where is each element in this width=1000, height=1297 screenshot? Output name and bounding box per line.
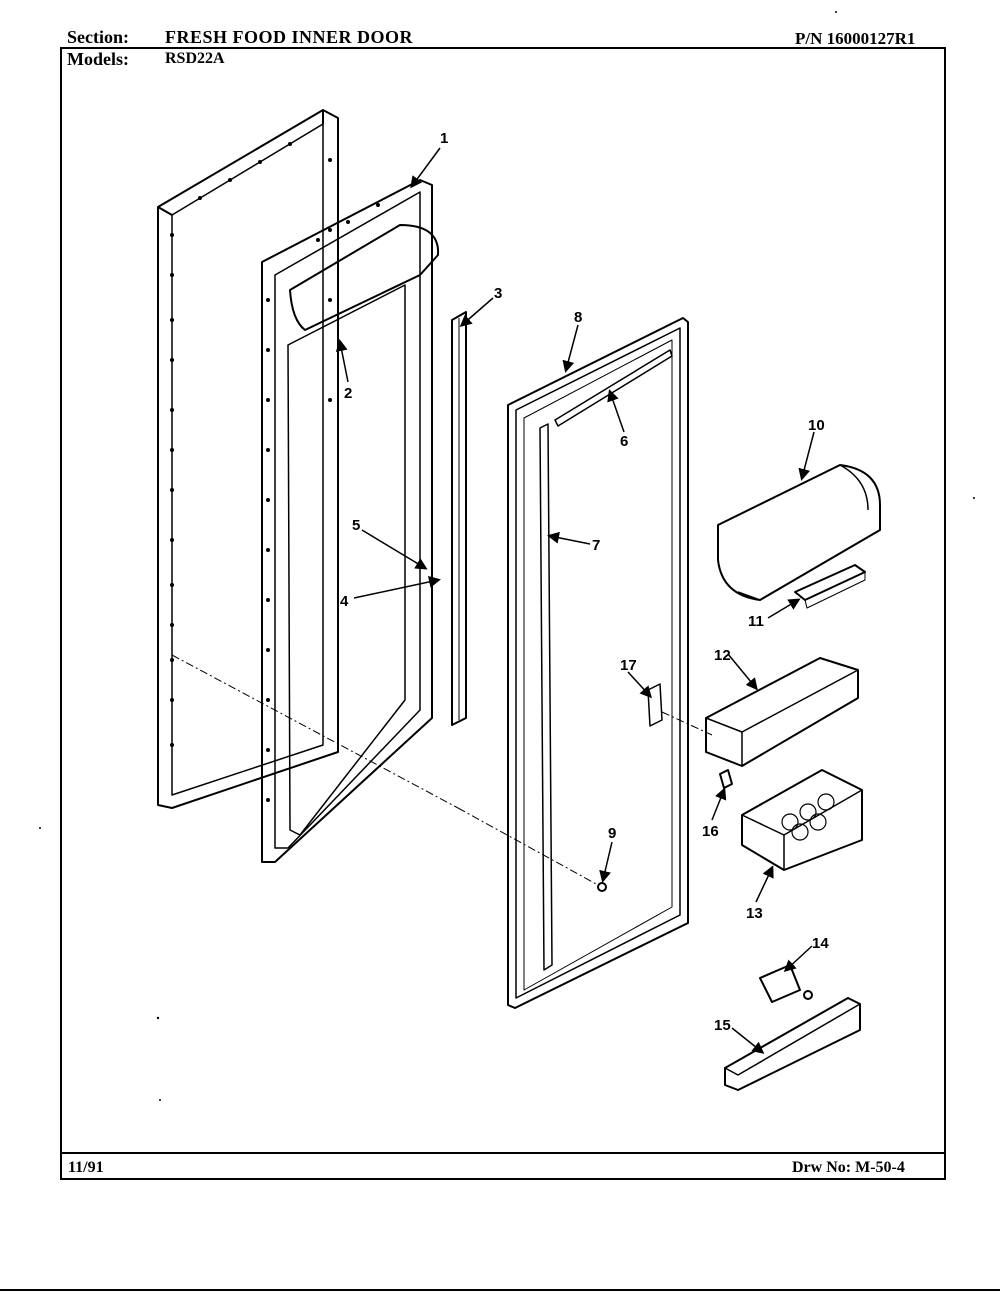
page-bottom-rule (0, 1289, 1000, 1291)
part-3-strip (451, 311, 467, 726)
callout-8: 8 (574, 309, 582, 326)
callout-17: 17 (620, 657, 637, 674)
callout-16: 16 (702, 823, 719, 840)
callout-10: 10 (808, 417, 825, 434)
callout-5: 5 (352, 517, 360, 534)
section-label: Section: (67, 27, 129, 47)
drawing-date: 11/91 (68, 1159, 104, 1176)
drawing-number: Drw No: M-50-4 (792, 1159, 905, 1176)
part-number: P/N 16000127R1 (795, 29, 916, 48)
part-13-egg-bin (741, 769, 863, 871)
leader-lines (335, 147, 815, 1054)
models-value: RSD22A (165, 50, 225, 67)
part-10-dairy-cover (717, 464, 881, 601)
callout-11: 11 (748, 613, 764, 630)
part-8-door-gasket (507, 317, 689, 1009)
callout-15: 15 (714, 1017, 731, 1034)
callout-13: 13 (746, 905, 763, 922)
alignment-lines (171, 654, 713, 886)
part-11-tray (794, 564, 866, 609)
inner-door-liner (261, 179, 440, 863)
callout-6: 6 (620, 433, 628, 450)
part-16-bracket (719, 769, 733, 789)
footer-divider (60, 1152, 946, 1154)
callout-7: 7 (592, 537, 600, 554)
scan-specks (39, 11, 975, 1101)
callout-14: 14 (812, 935, 829, 952)
part-12-door-bin (705, 657, 859, 767)
outer-door-panel (157, 109, 339, 809)
part-14-end-cap (759, 964, 813, 1003)
callout-12: 12 (714, 647, 731, 664)
callout-1: 1 (440, 130, 448, 147)
models-label: Models: (67, 49, 129, 69)
callout-4: 4 (340, 593, 349, 610)
callout-2: 2 (344, 385, 352, 402)
drawing-frame (60, 47, 946, 1180)
callout-9: 9 (608, 825, 616, 842)
section-title: FRESH FOOD INNER DOOR (165, 27, 414, 47)
part-15-door-rail (724, 997, 861, 1091)
callout-3: 3 (494, 285, 502, 302)
